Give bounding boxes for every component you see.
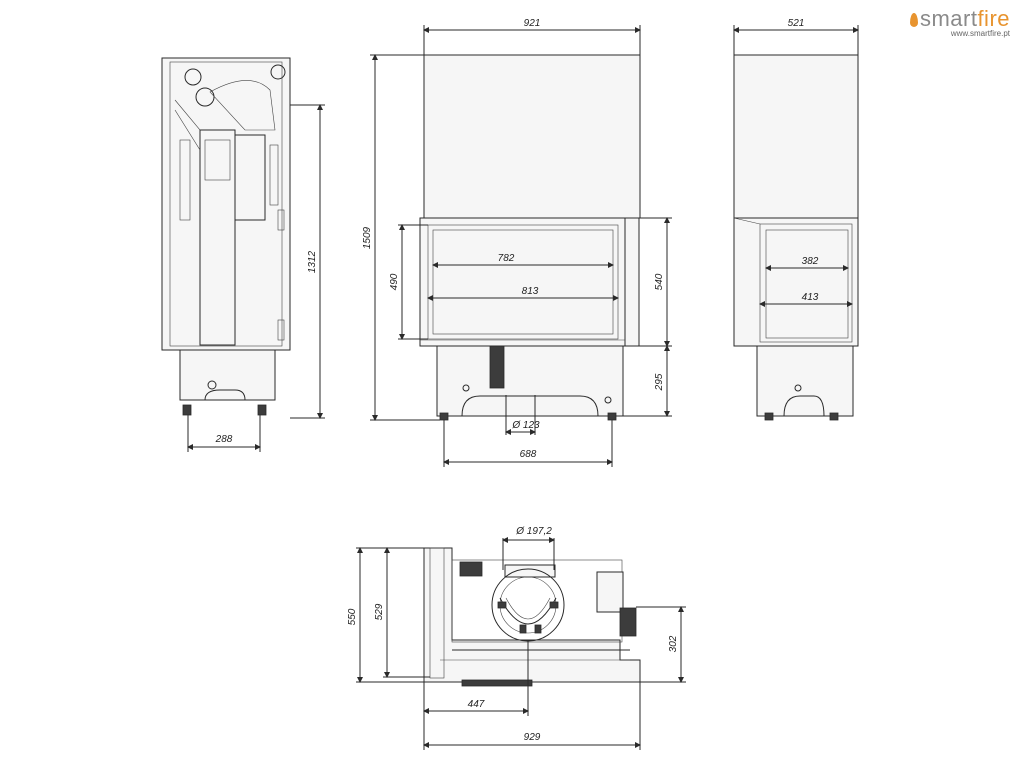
brand-name: smartfire [909, 6, 1010, 32]
dim-top-total-width: 929 [524, 732, 541, 743]
dim-side-height: 1312 [307, 250, 318, 273]
dim-right-outer-width: 413 [802, 292, 819, 303]
brand-name-part2: fire [977, 6, 1010, 31]
dim-side-base-width: 288 [215, 434, 233, 445]
brand-logo: smartfire www.smartfire.pt [909, 6, 1010, 38]
brand-url: www.smartfire.pt [950, 29, 1010, 38]
dim-top-depth-inner: 529 [374, 603, 385, 620]
dim-top-half-width: 447 [468, 699, 485, 710]
dim-top-side-offset: 302 [668, 635, 679, 652]
dim-front-opening-height: 490 [389, 273, 400, 290]
dim-right-inner-width: 382 [802, 256, 819, 267]
top-view: Ø 197,2 550 529 302 447 929 [347, 526, 686, 750]
front-view: 921 1509 490 782 813 540 295 Ø 123 [362, 18, 672, 467]
dim-front-flue-diameter: Ø 123 [511, 420, 540, 431]
flame-icon [909, 13, 918, 27]
brand-name-part1: smart [919, 6, 978, 31]
dim-front-base-width: 688 [520, 449, 537, 460]
dim-front-outer-width: 813 [522, 286, 539, 297]
dim-right-width: 521 [788, 18, 805, 29]
dim-front-glass-height: 540 [654, 273, 665, 290]
dim-front-total-height: 1509 [362, 226, 373, 249]
side-view: 1312 288 [161, 57, 325, 452]
dim-front-width: 921 [524, 18, 541, 29]
dim-front-inner-width: 782 [498, 253, 515, 264]
right-view: 521 382 413 [733, 18, 859, 421]
dim-top-depth-outer: 550 [347, 608, 358, 625]
dim-front-base-height: 295 [654, 373, 665, 391]
dim-top-outlet-diameter: Ø 197,2 [515, 526, 552, 537]
